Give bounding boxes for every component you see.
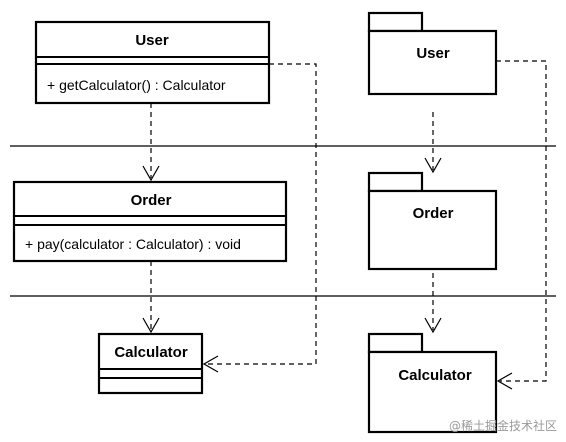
- dependency-order-calculator: [142, 261, 160, 334]
- package-dependency-user-calculator: [496, 60, 547, 390]
- package-user-name: User: [416, 45, 450, 62]
- package-user: User: [367, 11, 498, 96]
- class-order: Order + pay(calculator : Calculator) : v…: [12, 180, 288, 263]
- package-calculator-name: Calculator: [398, 367, 472, 384]
- package-dependency-order-calculator: [424, 273, 442, 334]
- class-user-name: User: [135, 32, 169, 49]
- package-dependency-user-order: [424, 112, 442, 174]
- class-order-method: + pay(calculator : Calculator) : void: [25, 236, 241, 252]
- dependency-user-order: [142, 103, 160, 182]
- package-calculator: Calculator: [367, 332, 498, 434]
- watermark-text: @稀土掘金技术社区: [449, 418, 557, 433]
- package-order: Order: [367, 171, 498, 271]
- class-calculator-name: Calculator: [114, 344, 188, 361]
- class-calculator: Calculator: [97, 332, 204, 395]
- dependency-user-calculator: [202, 63, 317, 373]
- class-user-method: + getCalculator() : Calculator: [47, 77, 226, 93]
- class-user: User + getCalculator() : Calculator: [34, 20, 271, 105]
- class-order-name: Order: [131, 192, 172, 209]
- package-order-name: Order: [413, 205, 454, 222]
